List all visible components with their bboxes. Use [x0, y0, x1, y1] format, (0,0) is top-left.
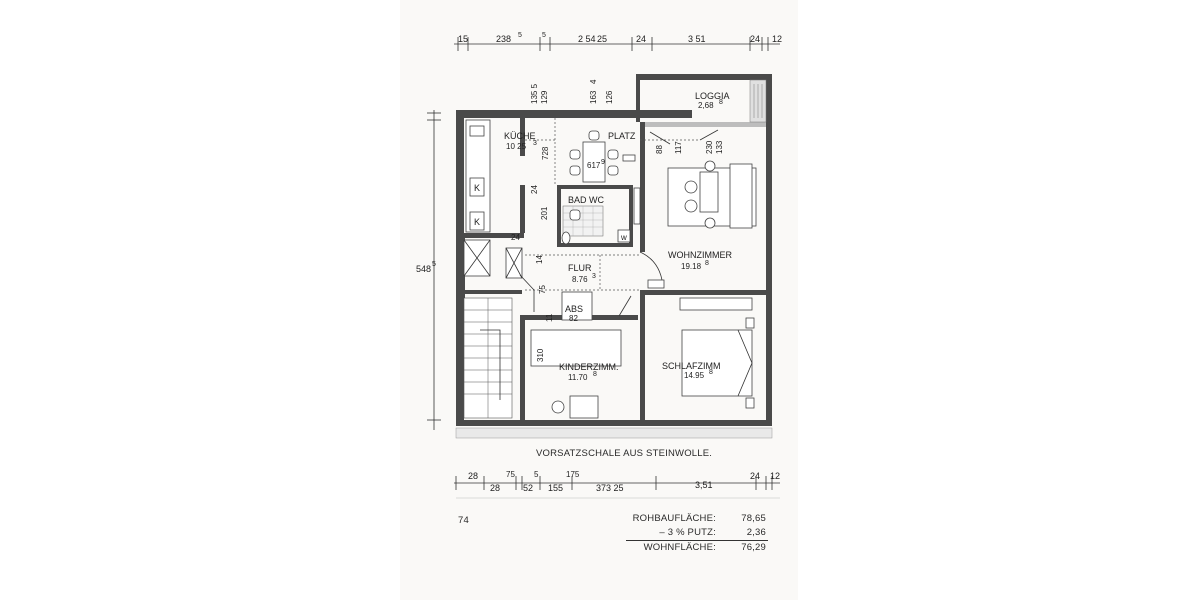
room-loggia-sup: 8: [719, 99, 723, 106]
fixture-k2: K: [474, 217, 480, 227]
summary-label-1: ROHBAUFLÄCHE:: [632, 513, 716, 524]
room-loggia-name: LOGGIA: [695, 91, 730, 101]
kitchen-counter: K K: [465, 119, 491, 233]
room-kinderzimmer-name: KINDERZIMM.: [559, 362, 619, 372]
interior-dimensions: 135 5 129 163 4 126 88 117 230 133 728 2…: [511, 79, 724, 362]
room-wohnzimmer-name: WOHNZIMMER: [668, 250, 732, 260]
summary-label-3: WOHNFLÄCHE:: [643, 542, 716, 553]
room-kueche-area: 10 25: [506, 142, 527, 151]
dashed-lines: [525, 118, 700, 291]
dim-v-10: 728: [541, 146, 550, 160]
room-platz-area: 617: [587, 161, 601, 170]
dim-top-6: 25: [597, 34, 607, 44]
room-wohnzimmer-sup: 8: [705, 260, 709, 267]
dim-top-10: 12: [772, 34, 782, 44]
summary-value-1: 78,65: [741, 513, 766, 524]
shaft-boxes: [463, 239, 523, 279]
living-room-furniture: [647, 160, 757, 311]
dim-v-3: 163: [589, 90, 598, 104]
dim-v-17: 310: [536, 348, 545, 362]
door-swings: [519, 129, 719, 317]
room-flur-sup: 3: [592, 273, 596, 280]
room-platz-sup: 9: [601, 159, 605, 166]
room-kueche-sup: 3: [533, 140, 537, 147]
dim-v-16: 11: [545, 313, 554, 322]
room-bad-name: BAD WC: [568, 195, 605, 205]
fixture-k1: K: [474, 183, 480, 193]
floor-plan-drawing: 15 238 5 5 2 54 25 24 3 51 24 12 548 5: [416, 32, 782, 499]
bottom-dimension-lines: 28 75 5 175 28 52 155 373 25 3,51 24 12: [454, 470, 780, 499]
room-abs-area: 82: [569, 314, 578, 323]
floor-plan-sheet: 15 238 5 5 2 54 25 24 3 51 24 12 548 5: [400, 0, 798, 600]
dim-top-3: 5: [518, 32, 522, 39]
dim-v-8: 230: [705, 140, 714, 154]
room-flur-area: 8.76: [572, 275, 588, 284]
dim-v-7: 117: [674, 141, 683, 154]
dim-bot-r2-7: 12: [770, 471, 780, 481]
dim-bot-r1-2: 75: [506, 470, 515, 479]
dim-v-11: 24: [530, 185, 539, 194]
dim-bot-r2-2: 52: [523, 483, 533, 493]
room-schlafzimmer-sup: 8: [709, 369, 713, 376]
fixture-w: w: [620, 233, 627, 242]
dim-v-1: 135 5: [530, 83, 539, 104]
dim-top-7: 24: [636, 34, 646, 44]
dim-v-13: 24: [511, 233, 520, 242]
dim-v-12: 201: [540, 206, 549, 220]
left-dimension-line: 548 5: [416, 110, 441, 430]
staircase: [463, 297, 513, 419]
room-wohnzimmer-area: 19.18: [681, 262, 702, 271]
room-schlafzimmer-name: SCHLAFZIMM: [662, 361, 721, 371]
summary-value-3: 76,29: [741, 542, 766, 553]
dim-v-6: 88: [655, 145, 664, 154]
dim-bot-r2-6: 24: [750, 471, 760, 481]
dim-v-9: 133: [715, 140, 724, 154]
dim-top-1: 15: [458, 34, 468, 44]
summary-divider: [626, 540, 768, 541]
top-dimension-line: 15 238 5 5 2 54 25 24 3 51 24 12: [454, 32, 782, 51]
dim-v-14: 14: [535, 255, 544, 264]
dim-v-5: 126: [605, 90, 614, 104]
dim-top-8: 3 51: [688, 34, 706, 44]
dim-bot-r1-3: 5: [534, 470, 539, 479]
dim-top-2: 238: [496, 34, 511, 44]
dim-bot-r2-3: 155: [548, 483, 563, 493]
dim-bot-r1-4: 175: [566, 470, 580, 479]
room-kinderzimmer-sup: 8: [593, 371, 597, 378]
room-abs-name: ABS: [565, 304, 583, 314]
dim-v-2: 129: [540, 90, 549, 104]
dim-left-sup: 5: [432, 261, 436, 268]
note-text: VORSATZSCHALE AUS STEINWOLLE.: [536, 448, 713, 459]
dim-bot-r1-1: 28: [468, 471, 478, 481]
page-number: 74: [458, 515, 469, 526]
beds: [530, 317, 755, 419]
dining-table: [569, 130, 636, 183]
dim-bot-r2-1: 28: [490, 483, 500, 493]
room-kueche-name: KÜCHE: [504, 131, 536, 141]
dim-bot-r2-4: 373 25: [596, 483, 624, 493]
room-flur-name: FLUR: [568, 263, 592, 273]
loggia-rail: [749, 79, 767, 123]
room-schlafzimmer-area: 14.95: [684, 371, 705, 380]
dim-v-15: 75: [538, 285, 547, 294]
bathroom-fixtures: w: [561, 187, 641, 245]
summary-label-2: – 3 % PUTZ:: [659, 527, 716, 538]
dim-v-4: 4: [589, 79, 598, 84]
room-loggia-area: 2,68: [698, 101, 714, 110]
dim-bot-r2-5: 3,51: [695, 480, 713, 490]
room-platz-name: PLATZ: [608, 131, 636, 141]
dim-top-5: 2 54: [578, 34, 596, 44]
dim-top-4: 5: [542, 32, 546, 39]
room-kinderzimmer-area: 11.70: [568, 373, 588, 382]
summary-value-2: 2,36: [746, 527, 766, 538]
dim-top-9: 24: [750, 34, 760, 44]
room-labels: LOGGIA 2,68 8 KÜCHE 10 25 3 PLATZ 617 9 …: [504, 91, 732, 382]
dim-left-value: 548: [416, 264, 431, 274]
